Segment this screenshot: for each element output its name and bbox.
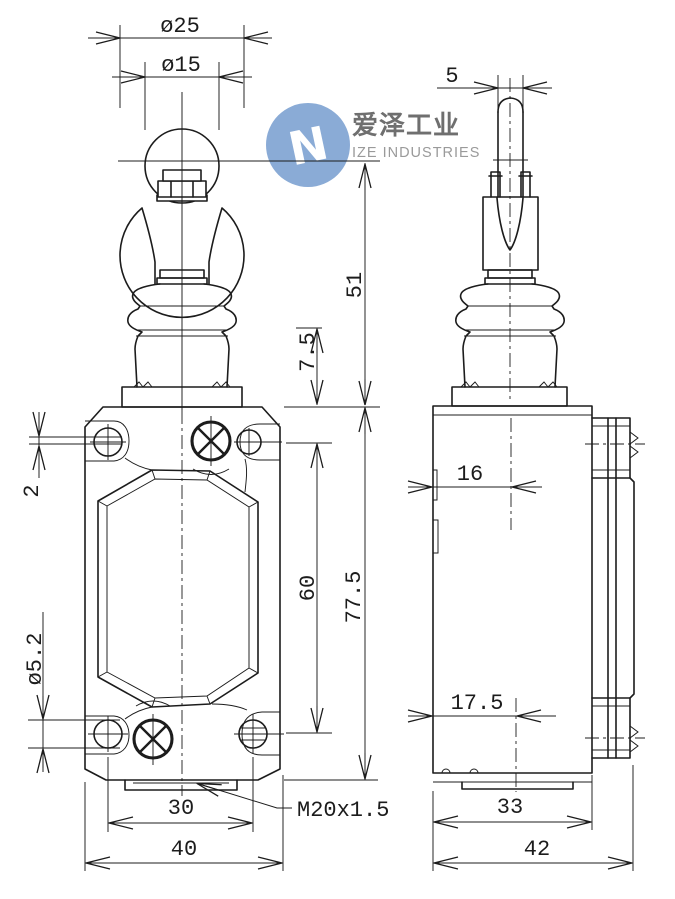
dim-dia5_2-label: ø5.2 — [23, 633, 48, 686]
dim-off2-label: 2 — [20, 484, 45, 497]
boss-curve — [124, 706, 153, 720]
clamp-v-notch — [496, 197, 524, 251]
cover-octagon-outer — [97, 469, 259, 708]
dim-h60-label: 60 — [296, 575, 321, 601]
boss-curve — [244, 458, 248, 493]
base-plate-bumps — [441, 768, 479, 774]
mount-block-bottom — [591, 697, 631, 759]
boss-bottom-left — [85, 715, 130, 755]
bellows-front — [203, 283, 237, 388]
plinth-screw-mark — [538, 381, 558, 388]
body-side-outline — [432, 405, 593, 774]
watermark-en-text: IZE INDUSTRIES — [352, 145, 480, 161]
dim-thread: M20x1.5 — [195, 782, 389, 823]
boss-curve — [211, 703, 248, 711]
watermark-logo-circle — [266, 103, 350, 187]
dim-dia25-label: ø25 — [160, 14, 200, 39]
watermark: N 爱泽工业 IZE INDUSTRIES — [266, 103, 480, 187]
clamp-bolt — [488, 171, 503, 198]
dim-h51: 51 — [284, 160, 380, 408]
screw-recess-arc — [192, 468, 230, 475]
dim-w33-label: 33 — [497, 795, 523, 820]
plinth-side — [451, 386, 568, 407]
dim-h51-label: 51 — [343, 272, 368, 298]
dim-w5: 5 — [437, 64, 552, 110]
dim-thread-label: M20x1.5 — [297, 798, 389, 823]
dim-w42: 42 — [433, 765, 634, 871]
mount-plate-outer-edge — [629, 477, 635, 699]
dim-w30-label: 30 — [168, 796, 194, 821]
dim-dia25: ø25 — [88, 14, 272, 108]
front-view — [84, 92, 380, 796]
side-view — [432, 78, 645, 792]
lever-blade-top — [497, 97, 524, 113]
screw-tip-marks — [629, 725, 639, 753]
dim-w42-label: 42 — [524, 837, 550, 862]
dimensions: ø25 ø15 5 51 — [20, 14, 634, 871]
boss-top-left — [85, 420, 130, 462]
dim-dia5_2: ø5.2 — [23, 612, 120, 774]
screw-recess-arc — [135, 700, 171, 707]
plinth-screw-mark — [133, 381, 153, 388]
dim-w16-label: 16 — [457, 462, 483, 487]
bellows-front — [127, 283, 161, 388]
octagon-corner-ticks — [97, 469, 259, 708]
dim-w17_5-label: 17.5 — [451, 691, 504, 716]
dim-h77_5-label: 77.5 — [342, 571, 367, 624]
bellows-side — [455, 283, 489, 388]
dim-w40: 40 — [84, 775, 284, 871]
dim-dia15: ø15 — [112, 53, 252, 130]
dim-w40-label: 40 — [171, 837, 197, 862]
cover-octagon-inner — [106, 478, 250, 699]
dim-h7_5: 7.5 — [296, 327, 324, 405]
dim-h7_5-label: 7.5 — [296, 332, 321, 372]
gland-step-side — [461, 781, 574, 790]
dim-w30: 30 — [107, 757, 254, 832]
dim-off2: 2 — [20, 411, 122, 498]
dim-w5-label: 5 — [445, 64, 458, 89]
mount-block-top — [591, 417, 631, 479]
side-edge-tab — [433, 469, 439, 554]
body-front-outline — [84, 406, 281, 781]
bellows-side — [531, 283, 565, 388]
boss-bottom-right — [241, 711, 280, 756]
screw-tip-marks — [629, 431, 639, 459]
dim-h77_5: 77.5 — [284, 407, 378, 781]
boss-curve — [124, 457, 153, 471]
gland-step-front — [124, 779, 238, 791]
clamp-bolt — [518, 171, 533, 198]
plinth-screw-mark — [460, 381, 480, 388]
dim-w33: 33 — [432, 775, 593, 871]
dim-h60: 60 — [286, 442, 332, 734]
dim-dia15-label: ø15 — [161, 53, 201, 78]
plinth-screw-mark — [211, 381, 231, 388]
dim-w16: 16 — [407, 462, 542, 494]
dim-w17_5: 17.5 — [407, 691, 556, 723]
clamp-block — [482, 196, 539, 271]
watermark-cn-text: 爱泽工业 — [352, 111, 460, 141]
